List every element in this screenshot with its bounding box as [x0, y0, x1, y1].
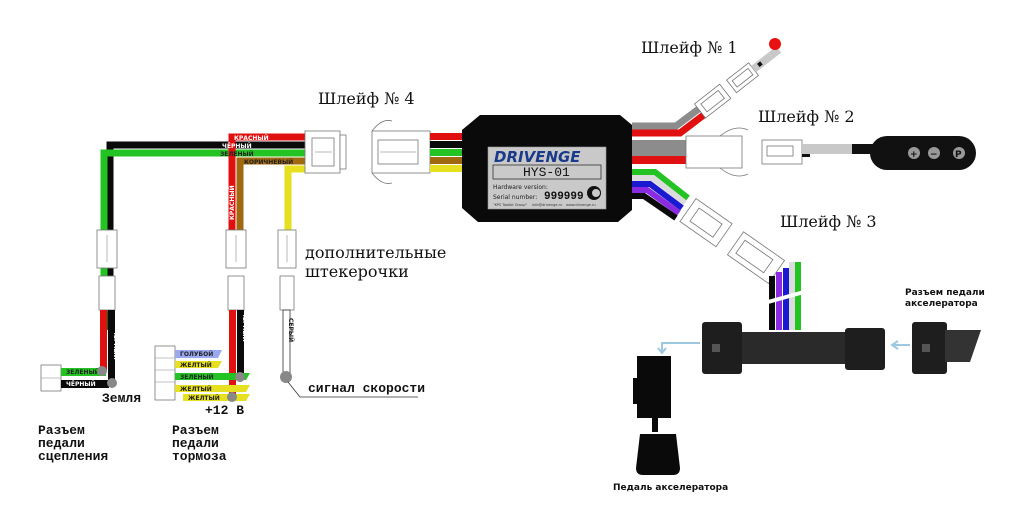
- minus-symbol: −: [930, 150, 938, 160]
- wire-tag-gray-speed: СЕРЫЙ: [287, 318, 295, 342]
- module-footer-company: "KPS Toolbit Group": [493, 203, 527, 207]
- accel-pedal-label: Педаль акселератора: [613, 483, 728, 493]
- module-model: HYS-01: [523, 165, 570, 180]
- loom-3-label: Шлейф № 3: [780, 212, 877, 231]
- p-symbol: P: [955, 150, 962, 160]
- extra-plugs-label-line1: дополнительные: [305, 243, 446, 262]
- junction-node: [107, 378, 117, 388]
- loom-2: [632, 127, 877, 177]
- wire-green: [100, 149, 305, 330]
- extra-plugs-label-line2: штекерочки: [305, 262, 409, 281]
- clutch-branch: ЧЁРНЫЙ: [96, 229, 120, 382]
- wire-red: [228, 133, 305, 230]
- loom-1-label: Шлейф № 1: [641, 38, 738, 57]
- brake-connector-label-line1: Разъем: [172, 423, 219, 438]
- led-indicator-icon: [769, 38, 781, 50]
- wire-black: [106, 141, 305, 330]
- wire-tag-brake-green: ЗЕЛЕНЫЙ: [180, 373, 214, 381]
- loom-2-label: Шлейф № 2: [758, 107, 855, 126]
- wire-tag-black: ЧЁРНЫЙ: [222, 142, 252, 150]
- wire-tag-brown: КОРИЧНЕВЫЙ: [244, 158, 293, 166]
- clutch-connector-label-line3: сцепления: [38, 449, 108, 464]
- plus-button-icon[interactable]: [908, 147, 920, 159]
- minus-button-icon[interactable]: [928, 147, 940, 159]
- module-footer-site: www.drivenge.ru: [566, 203, 596, 207]
- accelerator-pedal-icon: [633, 356, 680, 475]
- module-hardware-version-label: Hardware version:: [493, 184, 548, 191]
- clutch-connector[interactable]: ЗЕЛЕНЫЙ ЧЁРНЫЙ: [40, 364, 117, 392]
- control-panel-button-pad[interactable]: + − P: [870, 136, 976, 170]
- accel-adapter-harness: [702, 322, 885, 374]
- brake-connector-label-line3: тормоза: [172, 449, 227, 464]
- loom-4-connector: [304, 120, 431, 184]
- wire-tag-clutch-green: ЗЕЛЕНЫЙ: [66, 368, 100, 376]
- clutch-connector-label-line1: Разъем: [38, 423, 85, 438]
- junction-node: [227, 392, 237, 402]
- wire-tag-clutch-black: ЧЁРНЫЙ: [66, 380, 96, 388]
- wire-tag-brake-yellow-2: ЖЕЛТЫЙ: [180, 385, 212, 393]
- module-serial-value: 999999: [544, 191, 584, 203]
- speed-signal-branch: СЕРЫЙ: [277, 229, 418, 398]
- loom-1: [632, 38, 782, 137]
- accel-pedal-connector[interactable]: [912, 322, 981, 374]
- wire-tag-brake-yellow-3: ЖЕЛТЫЙ: [188, 394, 220, 402]
- brake-connector[interactable]: ГОЛУБОЙ ЖЕЛТЫЙ ЗЕЛЕНЫЙ ЖЕЛТЫЙ ЖЕЛТЫЙ: [154, 345, 250, 402]
- junction-node: [280, 371, 292, 383]
- brake-connector-label-line2: педали: [172, 436, 219, 451]
- brake-branch: ЧЁРНЫЙ: [225, 229, 249, 398]
- loom-4-wires-to-module: [430, 133, 465, 172]
- accel-connector-label-line2: акселератора: [905, 299, 978, 309]
- p-button-icon[interactable]: [953, 147, 965, 159]
- wire-tag-brake-blue: ГОЛУБОЙ: [180, 350, 213, 358]
- loom-3: [632, 169, 805, 330]
- accel-connector-label-line1: Разъем педали: [905, 288, 985, 298]
- clutch-connector-label-line2: педали: [38, 436, 85, 451]
- wire-tag-red-vertical: КРАСНЫЙ: [228, 185, 236, 220]
- wire-tag-black-clutch: ЧЁРНЫЙ: [112, 330, 120, 360]
- arrow-to-pedal-icon: [657, 342, 700, 355]
- arrow-to-harness-icon: [890, 340, 910, 350]
- junction-node: [97, 366, 107, 376]
- module-brand: DRIVENGE: [494, 148, 581, 166]
- module-serial-label: Serial number:: [493, 194, 537, 201]
- speed-signal-label: сигнал скорости: [308, 381, 425, 396]
- loom-4-label: Шлейф № 4: [318, 89, 415, 108]
- wire-tag-brake-yellow-1: ЖЕЛТЫЙ: [180, 361, 212, 369]
- wire-yellow: [284, 165, 305, 230]
- wire-brown: [236, 157, 305, 230]
- wire-tag-black-brake: ЧЁРНЫЙ: [241, 312, 249, 342]
- plus-12v-label: +12 В: [205, 403, 244, 418]
- wire-tag-red: КРАСНЫЙ: [234, 134, 269, 142]
- ground-label: Земля: [102, 391, 141, 406]
- wire-tag-green: ЗЕЛЕНЫЙ: [220, 150, 254, 158]
- junction-node: [235, 372, 245, 382]
- plus-symbol: +: [910, 150, 918, 160]
- module-footer-email: info@drivenge.ru: [532, 203, 562, 207]
- drivenge-module[interactable]: DRIVENGE HYS-01 Hardware version: Serial…: [462, 115, 632, 222]
